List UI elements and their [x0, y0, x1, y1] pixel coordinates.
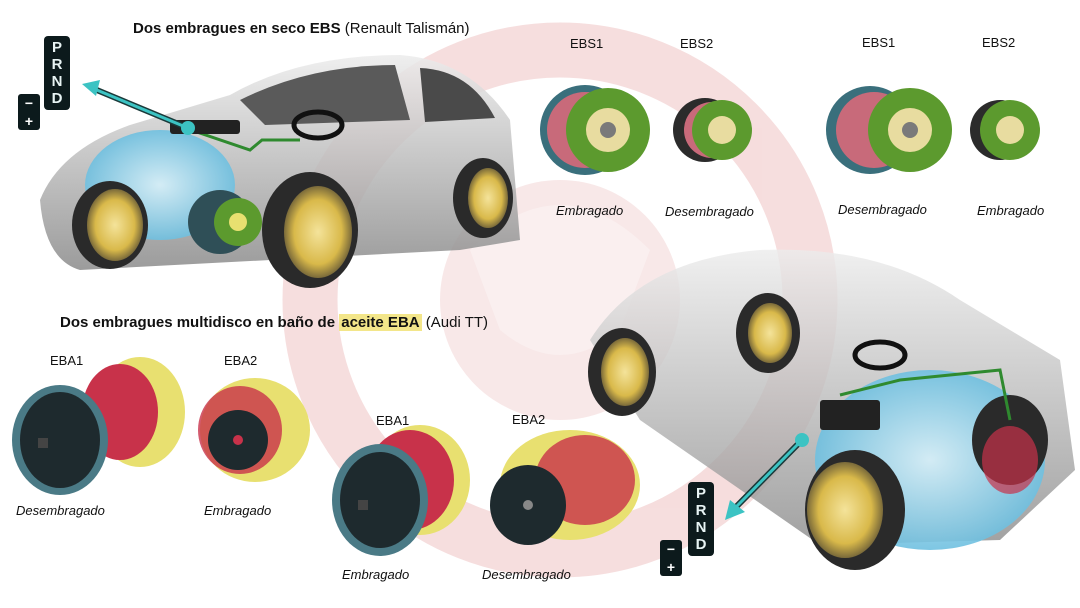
gear-d-label: D	[51, 90, 63, 107]
label-ebs1-a: EBS1	[570, 36, 604, 51]
caption-ebs-b1: Desembragado	[838, 202, 927, 217]
label-eba2-a: EBA2	[224, 353, 258, 368]
title-ebs: Dos embragues en seco EBS (Renault Talis…	[133, 20, 470, 37]
gear-n-label: N	[695, 519, 707, 536]
plus-label: +	[24, 113, 34, 129]
eba-clutch-set-a	[12, 357, 310, 495]
caption-eba-a1: Desembragado	[16, 503, 105, 518]
title-eba-lead: Dos embragues multidisco en baño de	[60, 314, 340, 331]
title-eba-highlight: aceite EBA	[339, 314, 422, 331]
caption-ebs-a2: Desembragado	[665, 204, 754, 219]
gear-p-label: P	[51, 39, 62, 56]
shifter-arrow-bottom	[725, 433, 809, 520]
label-ebs2-a: EBS2	[680, 36, 714, 51]
caption-ebs-b2: Embragado	[977, 203, 1045, 218]
gear-shifter-top: P R N D	[44, 36, 70, 110]
eba-clutch-set-b	[332, 425, 640, 556]
shifter-arrow-top	[82, 80, 195, 135]
gear-d-label: D	[695, 536, 707, 553]
label-eba2-b: EBA2	[512, 412, 546, 427]
minus-label: −	[24, 95, 34, 111]
ebs-clutch-set-a	[540, 85, 752, 175]
title-eba: Dos embragues multidisco en baño de acei…	[60, 314, 488, 331]
renault-car-illustration	[40, 55, 520, 288]
manual-gate-top: − +	[18, 94, 40, 130]
minus-label: −	[666, 541, 676, 557]
label-eba1-b: EBA1	[376, 413, 410, 428]
gear-n-label: N	[51, 73, 63, 90]
caption-ebs-a1: Embragado	[556, 203, 624, 218]
title-ebs-car: (Renault Talismán)	[340, 20, 470, 37]
title-eba-car: (Audi TT)	[421, 314, 489, 331]
caption-eba-b2: Desembragado	[482, 567, 571, 582]
plus-label: +	[666, 559, 676, 575]
title-ebs-lead: Dos embragues en seco	[133, 20, 310, 37]
label-ebs2-b: EBS2	[982, 35, 1016, 50]
caption-eba-b1: Embragado	[342, 567, 410, 582]
gear-shifter-bottom: P R N D	[688, 482, 714, 556]
caption-eba-a2: Embragado	[204, 503, 272, 518]
title-ebs-strong: EBS	[309, 20, 341, 37]
gear-r-label: R	[51, 56, 63, 73]
manual-gate-bottom: − +	[660, 540, 682, 576]
ebs-clutch-set-b	[826, 86, 1040, 174]
gear-p-label: P	[695, 485, 706, 502]
gear-r-label: R	[695, 502, 707, 519]
label-eba1-a: EBA1	[50, 353, 84, 368]
audi-car-illustration	[588, 249, 1075, 570]
label-ebs1-b: EBS1	[862, 35, 896, 50]
